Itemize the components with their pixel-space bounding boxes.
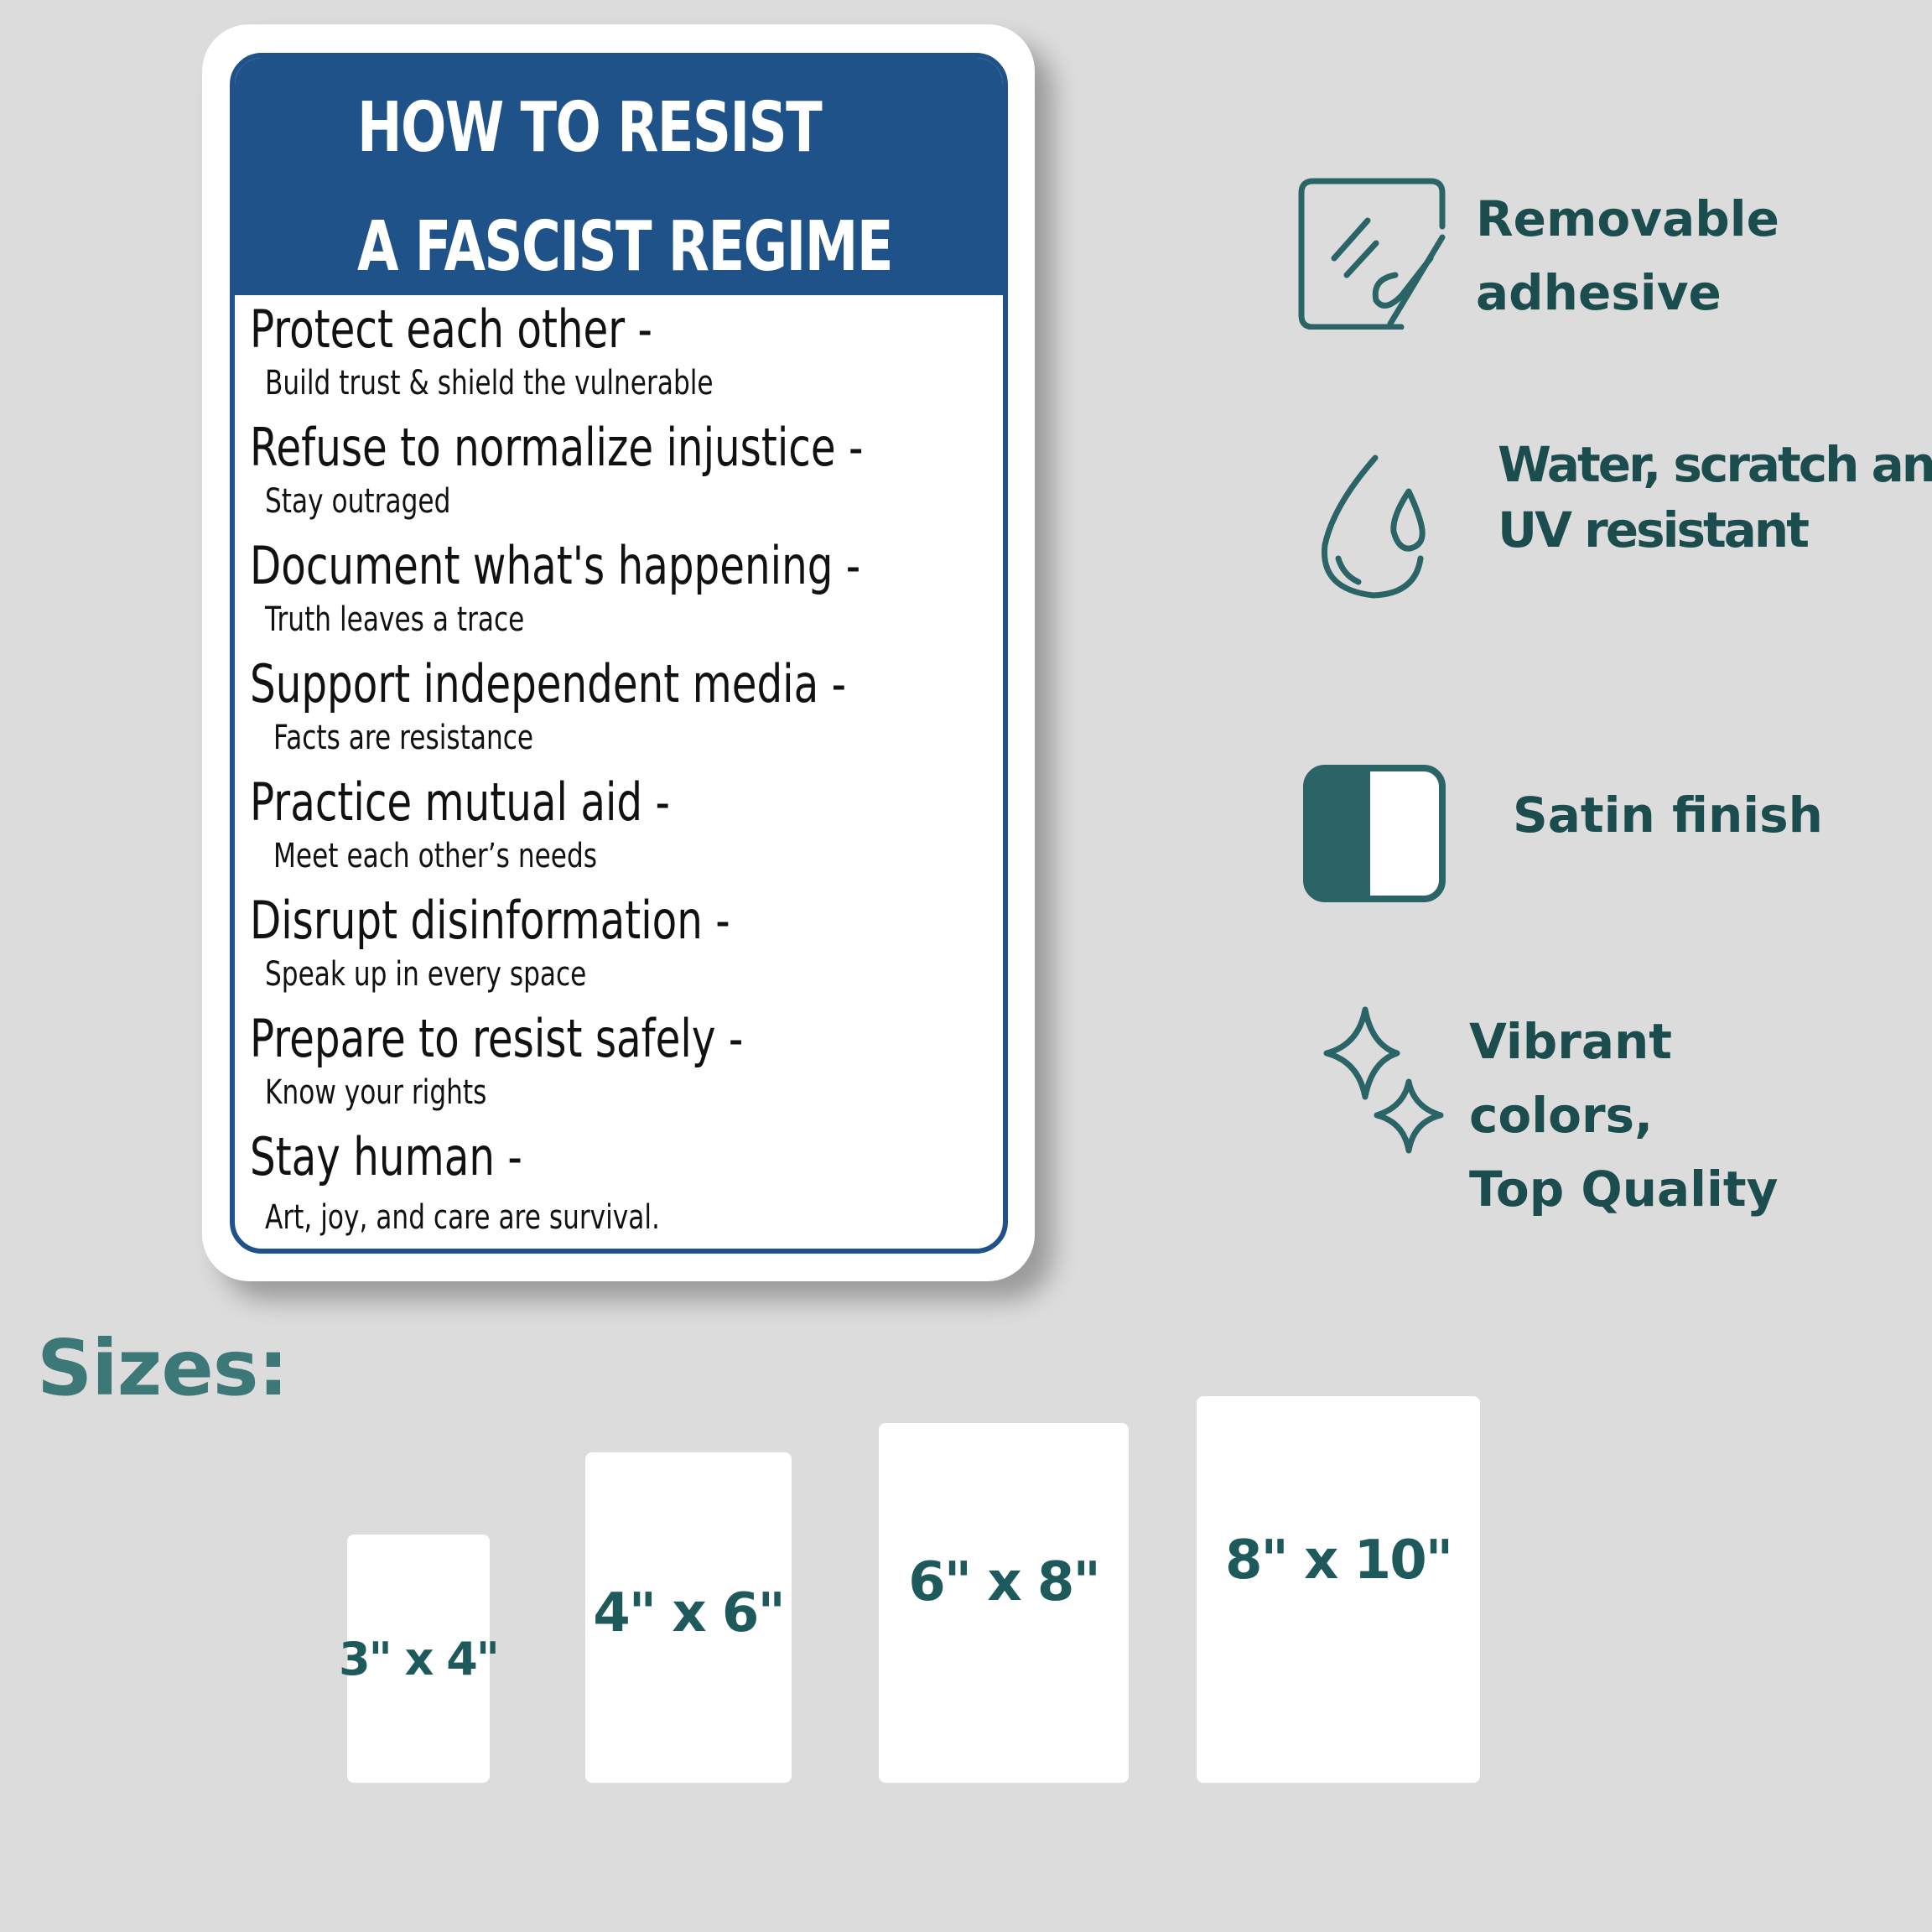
feature-water-resistant: Water, scratch and UV resistant bbox=[1498, 428, 1932, 567]
tip-heading: Stay human - bbox=[250, 1126, 522, 1187]
size-option-8x10[interactable]: 8" x 10" bbox=[1197, 1396, 1480, 1783]
tips-list: Protect each other - Build trust & shiel… bbox=[250, 298, 1003, 1244]
tip-subtext: Speak up in every space bbox=[265, 955, 587, 994]
size-label: 4" x 6" bbox=[593, 1582, 786, 1644]
tip-subtext: Meet each other’s needs bbox=[273, 837, 598, 875]
tip-heading: Document what's happening - bbox=[250, 535, 861, 596]
feature-label: colors, bbox=[1469, 1087, 1654, 1144]
water-drops-icon bbox=[1321, 454, 1426, 599]
tip-item: Prepare to resist safely - Know your rig… bbox=[250, 1007, 1003, 1125]
feature-label: Top Quality bbox=[1469, 1161, 1779, 1218]
tip-item: Practice mutual aid - Meet each other’s … bbox=[250, 771, 1003, 889]
size-label: 8" x 10" bbox=[1224, 1529, 1453, 1592]
tip-subtext: Art, joy, and care are survival. bbox=[265, 1198, 660, 1237]
feature-label: UV resistant bbox=[1498, 501, 1810, 558]
sticker-sign: HOW TO RESIST A FASCIST REGIME Protect e… bbox=[230, 53, 1008, 1254]
satin-finish-icon bbox=[1303, 765, 1446, 902]
sizes-heading: Sizes: bbox=[37, 1323, 288, 1413]
tip-heading: Prepare to resist safely - bbox=[250, 1008, 744, 1069]
tip-item: Support independent media - Facts are re… bbox=[250, 652, 1003, 771]
feature-label: adhesive bbox=[1476, 264, 1722, 321]
sign-header: HOW TO RESIST A FASCIST REGIME bbox=[235, 58, 1003, 295]
peel-sticker-icon bbox=[1298, 178, 1446, 330]
feature-removable-adhesive: Removable adhesive bbox=[1476, 182, 1779, 330]
tip-heading: Practice mutual aid - bbox=[250, 771, 670, 833]
tip-item: Refuse to normalize injustice - Stay out… bbox=[250, 416, 1003, 534]
tip-heading: Refuse to normalize injustice - bbox=[250, 417, 864, 478]
feature-vibrant-colors: Vibrant colors, Top Quality bbox=[1469, 1005, 1778, 1226]
tip-subtext: Know your rights bbox=[265, 1073, 487, 1112]
sparkles-icon bbox=[1323, 1006, 1444, 1154]
size-option-6x8[interactable]: 6" x 8" bbox=[879, 1423, 1129, 1783]
tip-item: Protect each other - Build trust & shiel… bbox=[250, 298, 1003, 416]
feature-label: Satin finish bbox=[1513, 787, 1823, 844]
tip-heading: Protect each other - bbox=[250, 299, 653, 360]
size-label: 6" x 8" bbox=[908, 1550, 1101, 1613]
sign-title-line-1: HOW TO RESIST bbox=[357, 88, 823, 168]
tip-item: Document what's happening - Truth leaves… bbox=[250, 534, 1003, 652]
feature-label: Removable bbox=[1476, 190, 1779, 247]
feature-label: Water, scratch and bbox=[1498, 436, 1932, 493]
tip-heading: Disrupt disinformation - bbox=[250, 890, 730, 951]
tip-item: Stay human - Art, joy, and care are surv… bbox=[250, 1125, 1003, 1244]
tip-subtext: Build trust & shield the vulnerable bbox=[265, 364, 714, 402]
tip-subtext: Stay outraged bbox=[265, 482, 451, 521]
feature-satin-finish: Satin finish bbox=[1513, 778, 1823, 852]
tip-item: Disrupt disinformation - Speak up in eve… bbox=[250, 889, 1003, 1007]
tip-heading: Support independent media - bbox=[250, 653, 847, 714]
tip-subtext: Truth leaves a trace bbox=[265, 600, 525, 639]
tip-subtext: Facts are resistance bbox=[273, 719, 534, 757]
size-option-4x6[interactable]: 4" x 6" bbox=[585, 1452, 792, 1783]
size-option-3x4[interactable]: 3" x 4" bbox=[339, 1535, 500, 1783]
sign-title-line-2: A FASCIST REGIME bbox=[357, 207, 894, 287]
size-label: 3" x 4" bbox=[339, 1632, 500, 1685]
feature-label: Vibrant bbox=[1469, 1013, 1673, 1070]
